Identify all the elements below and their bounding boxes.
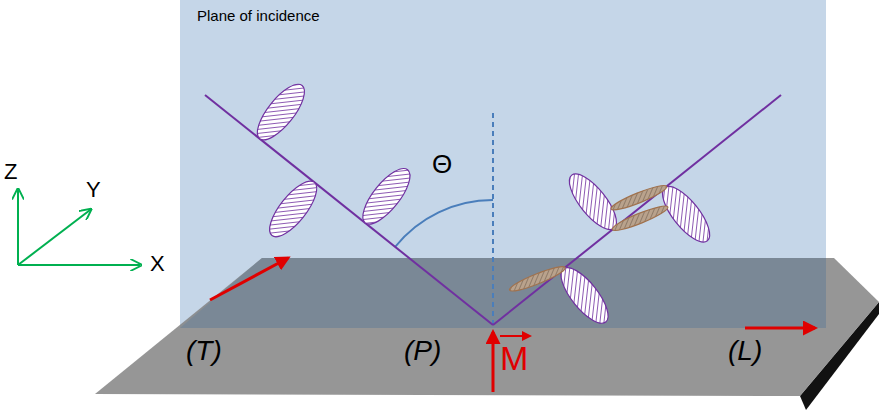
s-wave-lobe — [609, 182, 668, 214]
geometry-label: (T) — [186, 336, 222, 367]
surface-normal — [492, 112, 494, 325]
polarization-lobes — [250, 77, 718, 330]
incident-ray — [205, 95, 493, 325]
axis-label: Z — [4, 160, 17, 184]
angle-arc — [395, 200, 493, 247]
geometry-label: (P) — [404, 336, 441, 367]
p-wave-lobe — [250, 77, 313, 146]
sample-slab — [95, 258, 879, 396]
p-wave-lobe — [262, 174, 325, 243]
incidence-plane — [180, 0, 826, 328]
magnetization-arrows — [210, 258, 815, 392]
axes — [18, 190, 140, 265]
axis-label: X — [150, 252, 165, 276]
geometry-label: (L) — [728, 336, 762, 367]
reflected-ray — [493, 95, 781, 325]
s-wave-lobe — [508, 263, 567, 295]
angle-label: Θ — [432, 150, 452, 179]
magnetization-label: M — [500, 340, 528, 377]
plane-title: Plane of incidence — [197, 8, 320, 25]
p-wave-lobe — [355, 162, 418, 231]
axis-label: Y — [86, 178, 101, 202]
